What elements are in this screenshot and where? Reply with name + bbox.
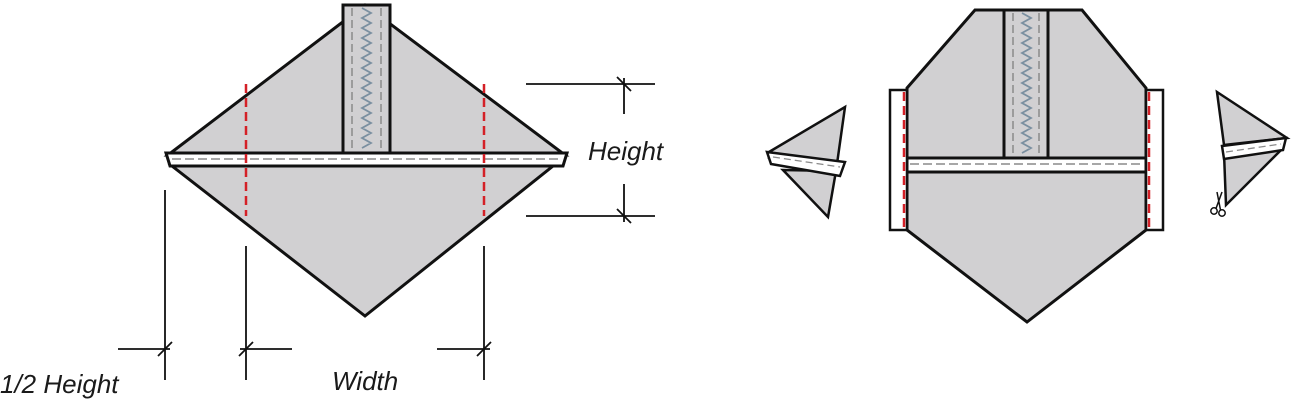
horizontal-seam-band [163,151,570,168]
horizontal-seam-band [905,156,1148,174]
half-height-dimension: 1/2 Height [0,190,173,399]
half-height-label: 1/2 Height [0,369,120,399]
zigzag-stitch [360,7,373,149]
cut-corner-left [765,104,847,220]
scissors-icon [1210,191,1226,217]
right-figure [765,8,1291,324]
width-dimension: Width [238,246,492,396]
left-figure [163,3,570,318]
width-label: Width [332,366,398,396]
lower-triangle [167,164,558,318]
cut-corner-right [1215,89,1291,208]
height-label: Height [588,136,665,166]
height-dimension: Height [526,76,665,224]
zigzag-stitch [1020,12,1033,154]
